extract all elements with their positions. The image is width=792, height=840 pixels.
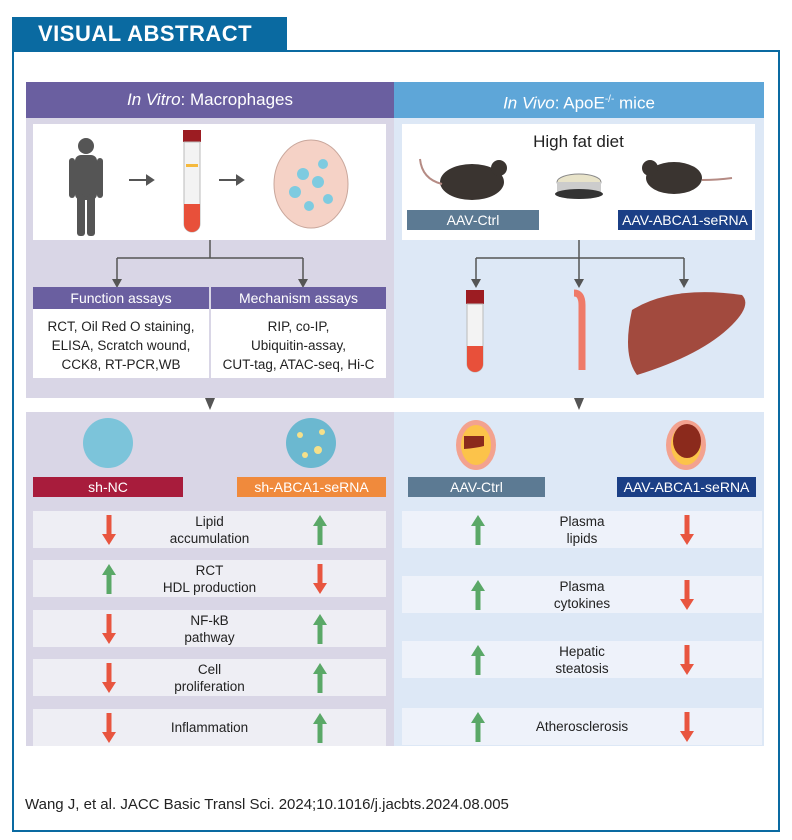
aav-ctrl-label: AAV-Ctrl bbox=[408, 477, 545, 497]
food-bowl-icon bbox=[555, 173, 603, 199]
arrow-up-icon bbox=[313, 713, 327, 743]
outcome-line: Plasma bbox=[559, 513, 605, 529]
outcome-line: NF-kB bbox=[190, 612, 229, 628]
outcome-line: accumulation bbox=[169, 530, 250, 546]
macrophage-icon bbox=[83, 418, 133, 468]
in-vivo-model-box: High fat diet AAV-Ctrl AAV-ABCA1-seRNA bbox=[402, 124, 755, 240]
liver-icon bbox=[628, 292, 746, 375]
in-vitro-header: In Vitro: Macrophages bbox=[26, 82, 394, 118]
assay-line: CCK8, RT-PCR,WB bbox=[61, 357, 181, 372]
assay-line: RCT, Oil Red O staining, bbox=[47, 319, 195, 334]
assay-line: ELISA, Scratch wound, bbox=[51, 338, 191, 353]
outcome-line: Lipid bbox=[195, 513, 224, 529]
arrow-up-icon bbox=[102, 564, 116, 594]
arrow-down-icon bbox=[102, 515, 116, 545]
arrow-down-icon bbox=[680, 645, 694, 675]
outcome-line: lipids bbox=[566, 530, 598, 546]
outcome-label: Atherosclerosis bbox=[536, 718, 628, 735]
function-assays-header: Function assays bbox=[33, 287, 209, 309]
sh-abca1-serna-label: sh-ABCA1-seRNA bbox=[237, 477, 386, 497]
sh-nc-label: sh-NC bbox=[33, 477, 183, 497]
aorta-icon bbox=[573, 289, 586, 370]
artery-cross-section-mild-icon bbox=[456, 420, 496, 470]
arrow-down-icon bbox=[680, 515, 694, 545]
blood-tube-icon bbox=[466, 290, 484, 373]
outcome-line: steatosis bbox=[555, 660, 609, 676]
arrow-up-icon bbox=[471, 580, 485, 610]
arrow-down-icon bbox=[680, 712, 694, 742]
citation: Wang J, et al. JACC Basic Transl Sci. 20… bbox=[25, 796, 509, 813]
arrow-down-icon bbox=[102, 663, 116, 693]
arrow-up-icon bbox=[313, 614, 327, 644]
arrow-down-icon bbox=[102, 713, 116, 743]
diet-label: High fat diet bbox=[533, 132, 624, 151]
outcome-line: Hepatic bbox=[559, 643, 605, 659]
assay-line: CUT-tag, ATAC-seq, Hi-C bbox=[222, 357, 375, 372]
mice-illustration bbox=[419, 158, 733, 200]
workflow-illustration bbox=[69, 130, 349, 236]
outcome-row: Atherosclerosis bbox=[402, 708, 762, 745]
mouse-icon bbox=[419, 158, 507, 200]
outcome-line: Inflammation bbox=[170, 720, 249, 735]
arrow-icon bbox=[129, 174, 155, 186]
arrow-down-icon bbox=[680, 580, 694, 610]
arrow-down-icon bbox=[313, 564, 327, 594]
petri-dish-icon bbox=[273, 139, 349, 229]
outcome-line: proliferation bbox=[174, 678, 245, 694]
foam-cell-icon bbox=[286, 418, 336, 468]
aav-abca1-serna-label: AAV-ABCA1-seRNA bbox=[617, 477, 756, 497]
arrow-up-icon bbox=[471, 645, 485, 675]
outcome-line: Plasma bbox=[559, 578, 605, 594]
assay-line: Ubiquitin-assay, bbox=[250, 338, 347, 353]
in-vitro-workflow-box bbox=[33, 124, 386, 240]
aav-ctrl-label: AAV-Ctrl bbox=[407, 210, 539, 230]
mechanism-assays-list: RIP, co-IP, Ubiquitin-assay, CUT-tag, AT… bbox=[211, 309, 386, 378]
mechanism-assays-header: Mechanism assays bbox=[211, 287, 386, 309]
in-vivo-header: In Vivo: ApoE-/- mice bbox=[394, 82, 764, 118]
outcome-line: HDL production bbox=[162, 579, 257, 595]
outcome-line: RCT bbox=[195, 562, 224, 578]
visual-abstract-tab: VISUAL ABSTRACT bbox=[12, 17, 287, 51]
mouse-icon bbox=[642, 160, 733, 194]
function-assays-list: RCT, Oil Red O staining, ELISA, Scratch … bbox=[33, 309, 209, 378]
outcome-line: Atherosclerosis bbox=[535, 719, 629, 734]
arrow-icon bbox=[219, 174, 245, 186]
blood-tube-icon bbox=[183, 130, 201, 233]
artery-cross-section-severe-icon bbox=[666, 420, 706, 470]
outcome-line: Cell bbox=[197, 661, 222, 677]
frame bbox=[12, 50, 780, 832]
outcome-line: pathway bbox=[184, 629, 235, 645]
assay-line: RIP, co-IP, bbox=[267, 319, 330, 334]
human-silhouette-icon bbox=[69, 138, 103, 236]
outcome-label: Inflammation bbox=[171, 719, 248, 736]
arrow-down-icon bbox=[102, 614, 116, 644]
outcome-row: Inflammation bbox=[33, 709, 386, 746]
arrow-up-icon bbox=[471, 515, 485, 545]
arrow-up-icon bbox=[471, 712, 485, 742]
arrow-up-icon bbox=[313, 515, 327, 545]
aav-abca1-serna-label: AAV-ABCA1-seRNA bbox=[618, 210, 752, 230]
outcome-line: cytokines bbox=[553, 595, 611, 611]
arrow-up-icon bbox=[313, 663, 327, 693]
